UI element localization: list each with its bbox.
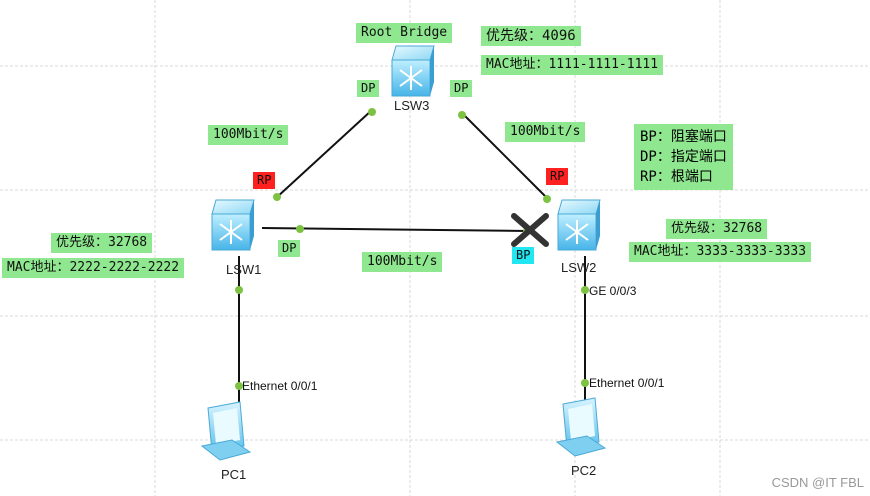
switch-lsw1-icon[interactable] [211, 199, 255, 251]
lsw1-port-up-tag: RP [253, 172, 276, 189]
legend-item-rp: RP：根端口 [640, 169, 713, 185]
port-legend: BP：阻塞端口 DP：指定端口 RP：根端口 [634, 124, 733, 190]
lsw1-port-right-tag: DP [278, 240, 301, 257]
links [238, 109, 586, 405]
lsw2-port-up-tag: RP [546, 168, 569, 185]
pc1-iface-label: Ethernet 0/0/1 [242, 379, 318, 393]
pc2-iface-label: Ethernet 0/0/1 [589, 376, 665, 390]
lsw3-port-right-tag: DP [450, 80, 473, 97]
legend-item-bp: BP：阻塞端口 [640, 129, 727, 145]
lsw3-priority: 优先级：4096 [481, 26, 581, 46]
pc1-icon[interactable] [200, 401, 252, 461]
link-speed-lsw3-lsw2: 100Mbit/s [505, 122, 586, 142]
switch-lsw3-icon[interactable] [391, 45, 435, 97]
lsw3-label: LSW3 [394, 98, 430, 113]
lsw2-label: LSW2 [561, 260, 597, 275]
link-lsw1-lsw2 [261, 227, 529, 232]
lsw3-port-left-tag: DP [357, 80, 380, 97]
lsw2-mac: MAC地址：3333-3333-3333 [629, 242, 812, 262]
link-speed-lsw1-lsw2: 100Mbit/s [362, 252, 443, 272]
link-lsw3-lsw2 [461, 112, 549, 200]
pc2-icon[interactable] [555, 397, 607, 457]
switch-lsw2-icon[interactable] [557, 199, 601, 251]
link-speed-lsw3-lsw1: 100Mbit/s [208, 125, 289, 145]
legend-item-dp: DP：指定端口 [640, 149, 727, 165]
watermark: CSDN @IT FBL [771, 475, 864, 490]
lsw1-priority: 优先级：32768 [51, 233, 153, 253]
link-lsw3-lsw1 [275, 109, 373, 199]
lsw2-priority: 优先级：32768 [666, 219, 768, 239]
pc2-label: PC2 [571, 463, 597, 478]
lsw3-mac: MAC地址：1111-1111-1111 [481, 55, 664, 75]
port-dots [235, 108, 589, 390]
lsw2-port-left-tag: BP [512, 247, 535, 264]
root-bridge-label: Root Bridge [356, 23, 453, 43]
blocked-port-x-icon [511, 213, 549, 247]
lsw1-mac: MAC地址：2222-2222-2222 [2, 258, 185, 278]
pc1-label: PC1 [221, 467, 247, 482]
lsw2-iface-ge003: GE 0/0/3 [589, 284, 637, 298]
lsw1-label: LSW1 [226, 262, 262, 277]
